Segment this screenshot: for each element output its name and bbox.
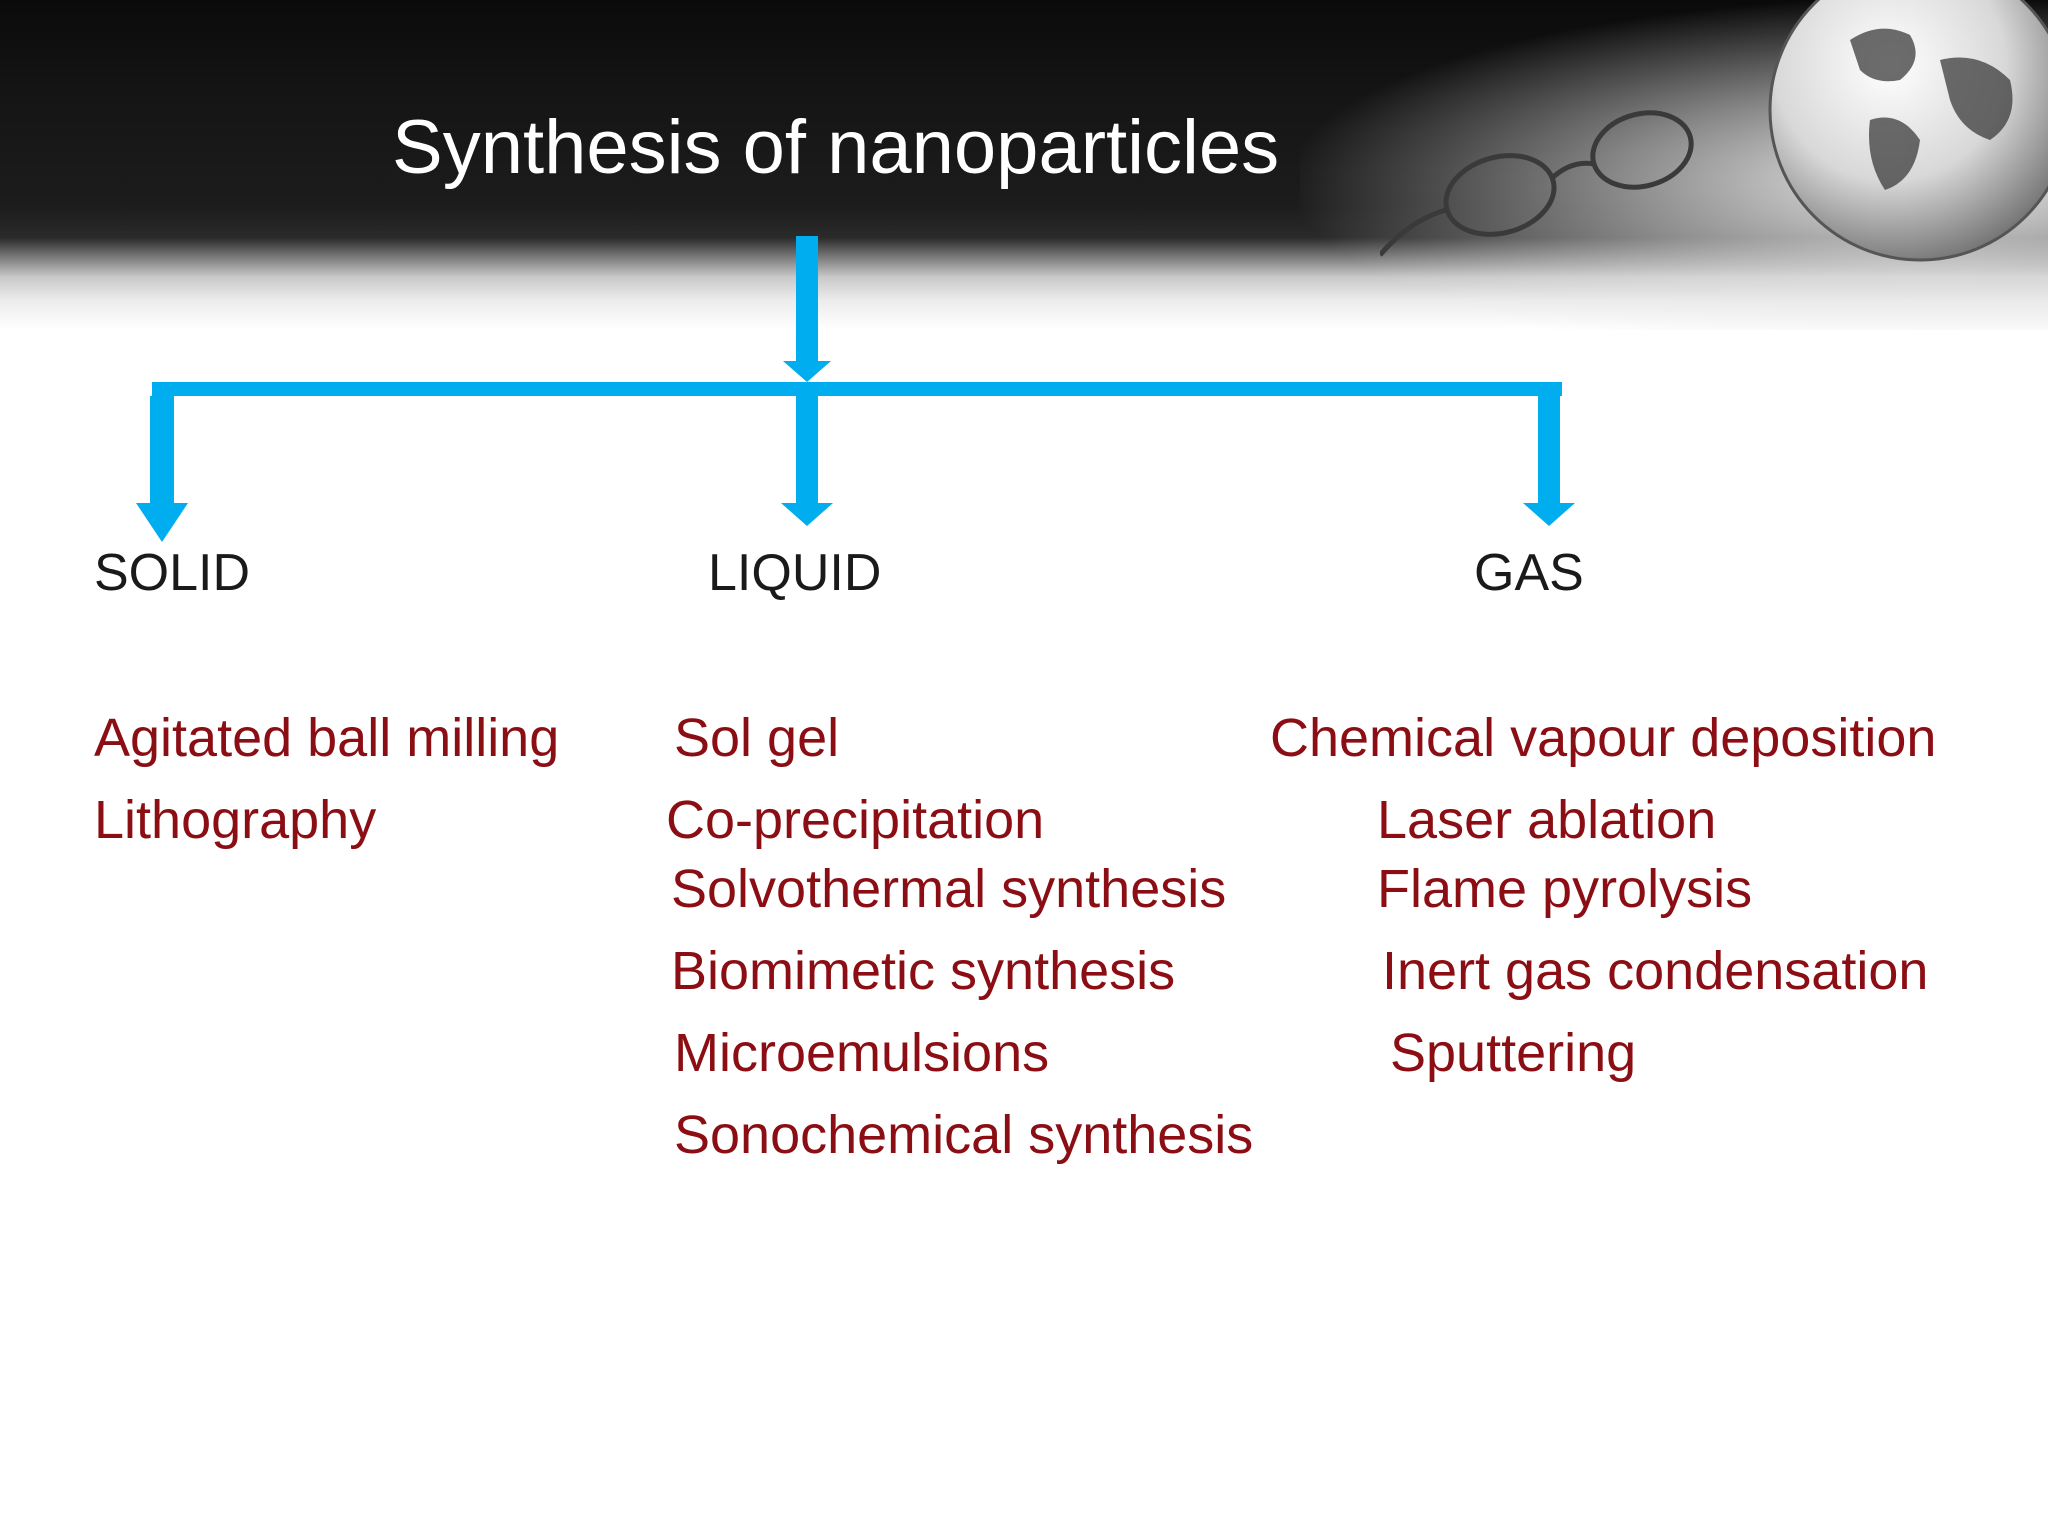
gas-method-item: Chemical vapour deposition (1270, 708, 1937, 768)
category-solid: SOLID (94, 544, 251, 602)
gas-branch-line (1538, 382, 1560, 504)
category-gas: GAS (1474, 544, 1584, 602)
globe-continents (1850, 28, 2013, 190)
category-liquid: LIQUID (708, 544, 882, 602)
liquid-method-item: Microemulsions (674, 1023, 1050, 1083)
solid-method-item: Lithography (94, 790, 377, 850)
gas-method-item: Inert gas condensation (1382, 941, 1929, 1001)
liquid-method-item: Sol gel (674, 708, 840, 768)
solid-branch-line (150, 396, 174, 504)
gas-method-item: Laser ablation (1377, 790, 1717, 850)
liquid-method-item: Biomimetic synthesis (671, 941, 1176, 1001)
stem-line (796, 236, 818, 366)
glasses-icon (1380, 110, 1694, 257)
liquid-method-item: Sonochemical synthesis (674, 1105, 1254, 1165)
globe-and-glasses-image (1380, 0, 2048, 262)
gas-method-item: Sputtering (1390, 1023, 1637, 1083)
solid-method-item: Agitated ball milling (94, 708, 560, 768)
liquid-method-item: Solvothermal synthesis (671, 859, 1227, 919)
liquid-branch-line (796, 396, 818, 504)
gas-arrowhead (1523, 503, 1575, 526)
slide-title: Synthesis of nanoparticles (392, 105, 1280, 190)
liquid-arrowhead (781, 503, 833, 526)
branch-bar (152, 382, 1562, 396)
liquid-method-item: Co-precipitation (666, 790, 1045, 850)
solid-arrowhead (136, 503, 188, 542)
gas-method-item: Flame pyrolysis (1377, 859, 1753, 919)
stem-arrowhead (783, 361, 831, 382)
